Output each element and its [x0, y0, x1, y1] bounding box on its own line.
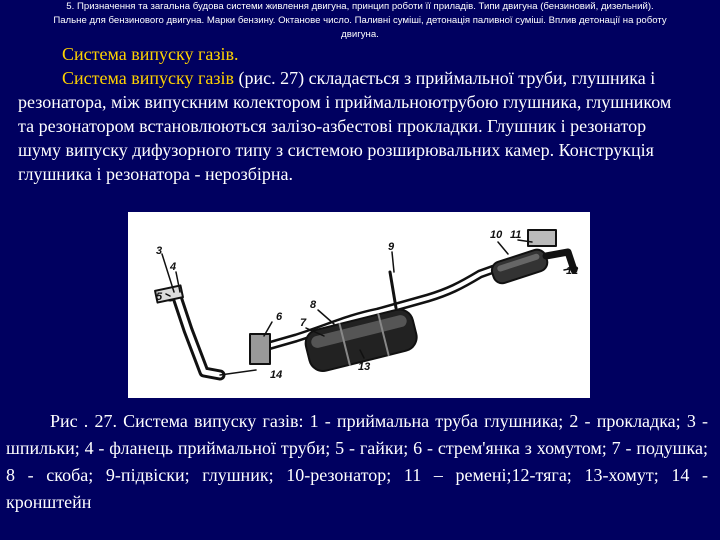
label-10: 10 — [490, 229, 503, 241]
exhaust-diagram: 3 4 5 6 7 8 9 10 11 12 13 14 — [154, 229, 578, 381]
label-11: 11 — [510, 229, 521, 241]
label-6: 6 — [276, 311, 283, 323]
intake-flange-shape — [154, 284, 184, 304]
intro-text: (рис. 27) складається з приймальної труб… — [18, 68, 672, 184]
label-14: 14 — [270, 369, 282, 381]
label-3: 3 — [156, 245, 162, 257]
tail-pipe-shape — [542, 248, 578, 274]
label-5: 5 — [156, 291, 163, 303]
muffler-shape — [304, 308, 418, 372]
label-9: 9 — [388, 241, 395, 253]
leader-lines — [161, 239, 575, 376]
hanger-shape — [388, 270, 398, 310]
label-8: 8 — [310, 299, 317, 311]
header-line-1: 5. Призначення та загальна будова систем… — [66, 1, 654, 12]
label-4: 4 — [169, 261, 176, 273]
slide-header: 5. Призначення та загальна будова систем… — [0, 0, 720, 42]
header-line-3: двигуна. — [341, 29, 379, 40]
label-7: 7 — [300, 317, 307, 329]
intro-highlight: Система випуску газів — [62, 68, 234, 88]
figure-caption: Рис . 27. Система випуску газів: 1 - при… — [6, 411, 708, 512]
stirrup-shape — [249, 333, 271, 365]
resonator-shape — [490, 248, 549, 285]
intro-paragraph: Система випуску газів (рис. 27) складаєт… — [18, 66, 688, 186]
label-12: 12 — [566, 265, 578, 277]
header-line-2: Пальне для бензинового двигуна. Марки бе… — [53, 15, 667, 26]
label-13: 13 — [358, 361, 370, 373]
section-title: Система випуску газів. — [62, 44, 239, 64]
exhaust-system-figure: 3 4 5 6 7 8 9 10 11 12 13 14 — [128, 212, 590, 398]
bracket-shape — [527, 229, 557, 247]
